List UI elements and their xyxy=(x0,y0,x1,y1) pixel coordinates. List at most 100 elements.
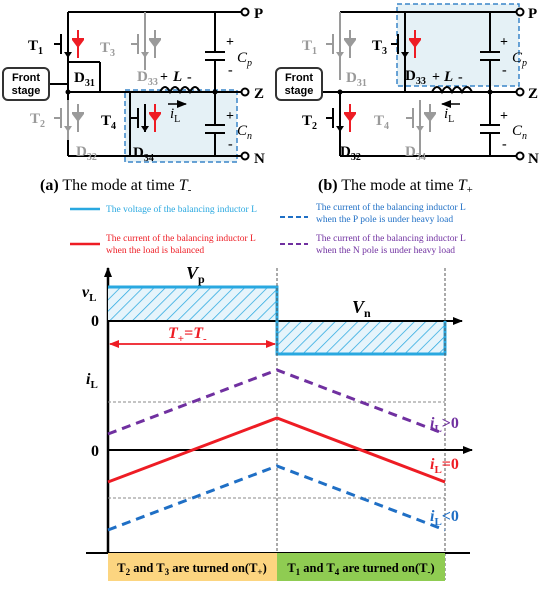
switch-t1-a xyxy=(53,29,85,59)
terminal-p-b xyxy=(515,7,525,17)
node-p-b: P xyxy=(528,6,537,22)
caption-label-b: (b) xyxy=(318,177,338,194)
label-t4-b: T xyxy=(374,113,384,129)
bar-left-close: ) xyxy=(263,561,267,575)
label-t3-b: T xyxy=(372,38,382,54)
bar-left-sub2: 2 xyxy=(126,567,131,577)
svg-text:Cn: Cn xyxy=(237,123,252,142)
label-t2-sub-a: 2 xyxy=(40,119,45,130)
label-d33-sub-b: 33 xyxy=(416,76,426,87)
svg-text:Front: Front xyxy=(12,72,40,84)
svg-text:Front: Front xyxy=(285,72,313,84)
switch-t3-a xyxy=(130,29,162,59)
front-stage-line2-a: stage xyxy=(12,85,41,97)
svg-text:N: N xyxy=(528,151,539,167)
svg-text:+: + xyxy=(432,70,440,85)
svg-text:L: L xyxy=(443,69,453,85)
svg-text:The current of the balancing i: The current of the balancing inductor L xyxy=(106,233,256,244)
svg-text:iL: iL xyxy=(444,106,454,125)
label-d34-sub-a: 34 xyxy=(144,153,154,164)
inductor-a xyxy=(159,86,201,95)
svg-text:+: + xyxy=(500,35,508,50)
label-cp-a: C xyxy=(237,50,248,66)
label-t2-sub-b: 2 xyxy=(312,121,317,132)
label-d33-b: D xyxy=(405,68,416,84)
svg-text:T1: T1 xyxy=(302,38,317,57)
label-il-sub-a: L xyxy=(174,114,180,125)
bar-right-and: and T xyxy=(300,561,335,575)
svg-text:Z: Z xyxy=(254,86,264,102)
node-n-b: N xyxy=(528,151,539,167)
label-il-eq-rest: =0 xyxy=(442,456,459,473)
svg-text:D33: D33 xyxy=(137,69,158,88)
mode-bar-left xyxy=(108,553,277,581)
svg-text:0: 0 xyxy=(91,443,99,460)
label-vl-sub: L xyxy=(89,292,96,304)
label-il-sub-b: L xyxy=(448,114,454,125)
svg-text:-: - xyxy=(502,63,507,78)
label-d33-sub-a: 33 xyxy=(148,77,158,88)
legend-n-heavy-2: when the N pole is under heavy load xyxy=(316,246,455,256)
label-inductor-b: L xyxy=(443,69,453,85)
svg-text:iL<0: iL<0 xyxy=(430,508,459,528)
svg-text:iL=0: iL=0 xyxy=(430,456,459,476)
svg-text:P: P xyxy=(528,6,537,22)
label-vl: v xyxy=(82,284,90,301)
svg-text:D32: D32 xyxy=(340,144,361,163)
svg-text:iL: iL xyxy=(86,371,98,391)
svg-text:Cp: Cp xyxy=(237,50,252,69)
label-t1-sub-b: 1 xyxy=(312,46,317,57)
legend-voltage: The voltage of the balancing inductor L xyxy=(106,204,257,215)
cn-minus-a: - xyxy=(228,137,233,152)
label-t3-a: T xyxy=(100,40,110,56)
label-cn-a: C xyxy=(237,123,248,139)
label-cn-sub-a: n xyxy=(247,131,252,142)
svg-text:stage: stage xyxy=(12,85,41,97)
svg-text:D33: D33 xyxy=(405,68,426,87)
label-t2-a: T xyxy=(30,111,40,127)
label-vn-sub: n xyxy=(364,306,371,320)
svg-text:D34: D34 xyxy=(405,144,426,163)
caption-text-a: The mode at time xyxy=(59,177,179,194)
label-il-a: i xyxy=(170,106,174,122)
label-il-gt-rest: >0 xyxy=(442,415,459,432)
label-zero-v: 0 xyxy=(91,313,99,330)
svg-text:The voltage of the balancing i: The voltage of the balancing inductor L xyxy=(106,204,257,215)
svg-text:-: - xyxy=(228,63,233,78)
label-il-eq: i xyxy=(430,456,435,473)
svg-text:-: - xyxy=(228,137,233,152)
label-il: i xyxy=(86,371,91,388)
label-d32-sub-a: 32 xyxy=(87,152,97,163)
label-cp-b: C xyxy=(512,50,523,66)
svg-text:iL: iL xyxy=(170,106,180,125)
caption-label-a: (a) xyxy=(40,177,59,194)
label-il-eq-sub: L xyxy=(434,464,441,476)
label-period-a-sub: + xyxy=(178,333,184,345)
svg-text:T1: T1 xyxy=(28,38,43,57)
front-stage-line1-b: Front xyxy=(285,72,313,84)
svg-text:+: + xyxy=(500,109,508,124)
inductor-minus-b: - xyxy=(458,70,463,85)
svg-text:-: - xyxy=(187,70,192,85)
label-cp-sub-a: p xyxy=(246,58,252,69)
label-il-b: i xyxy=(444,106,448,122)
front-stage-box-a xyxy=(2,67,50,101)
front-stage-line2-b: stage xyxy=(285,85,314,97)
svg-text:-: - xyxy=(458,70,463,85)
svg-text:T4: T4 xyxy=(101,113,116,132)
caption-sub-a: - xyxy=(188,184,192,196)
inductor-b xyxy=(431,86,473,95)
legend-p-heavy-2: when the P pole is under heavy load xyxy=(316,215,453,225)
legend: The voltage of the balancing inductor L … xyxy=(70,202,466,256)
cp-plus-b: + xyxy=(500,35,508,50)
label-t4-sub-b: 4 xyxy=(384,121,389,132)
label-cn-b: C xyxy=(512,123,523,139)
svg-text:The current of the balancing i: The current of the balancing inductor L xyxy=(316,233,466,244)
caption-t-b: T xyxy=(458,177,468,194)
svg-text:when the load is balanced: when the load is balanced xyxy=(106,246,204,256)
label-vn: V xyxy=(352,297,366,317)
cn-minus-b: - xyxy=(502,137,507,152)
current-p-heavy xyxy=(107,464,446,532)
label-vp: V xyxy=(186,263,200,283)
svg-text:+: + xyxy=(160,70,168,85)
